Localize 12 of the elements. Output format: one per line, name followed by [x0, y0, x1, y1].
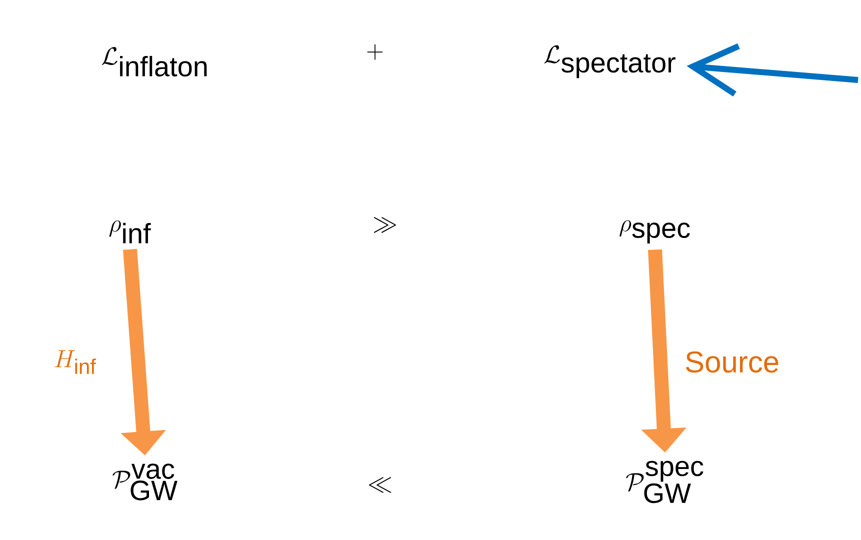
formula: $\mathcal{P}_{\mathrm{GW}}^{\mathrm{spec}}$: [626, 460, 704, 504]
edge-label: Source: [686, 351, 778, 373]
formula: $\mathcal{L}_{\mathrm{inflaton}}$: [102, 46, 207, 76]
relation-symbol: $+$: [367, 44, 383, 60]
edge-label: $H_{\mathrm{inf}}$: [54, 350, 96, 374]
formula: $\rho_{\mathrm{spec}}$: [620, 220, 690, 244]
formula: $\mathcal{P}_{\mathrm{GW}}^{\mathrm{vac}}$: [112, 464, 178, 500]
formula: $\mathcal{L}_{\mathrm{spectator}}$: [544, 45, 676, 78]
arrow: [686, 43, 858, 97]
relation-symbol: $\ll$: [368, 477, 392, 493]
formula: $\rho_{\mathrm{inf}}$: [109, 220, 151, 244]
relation-symbol: $\gg$: [374, 217, 396, 233]
